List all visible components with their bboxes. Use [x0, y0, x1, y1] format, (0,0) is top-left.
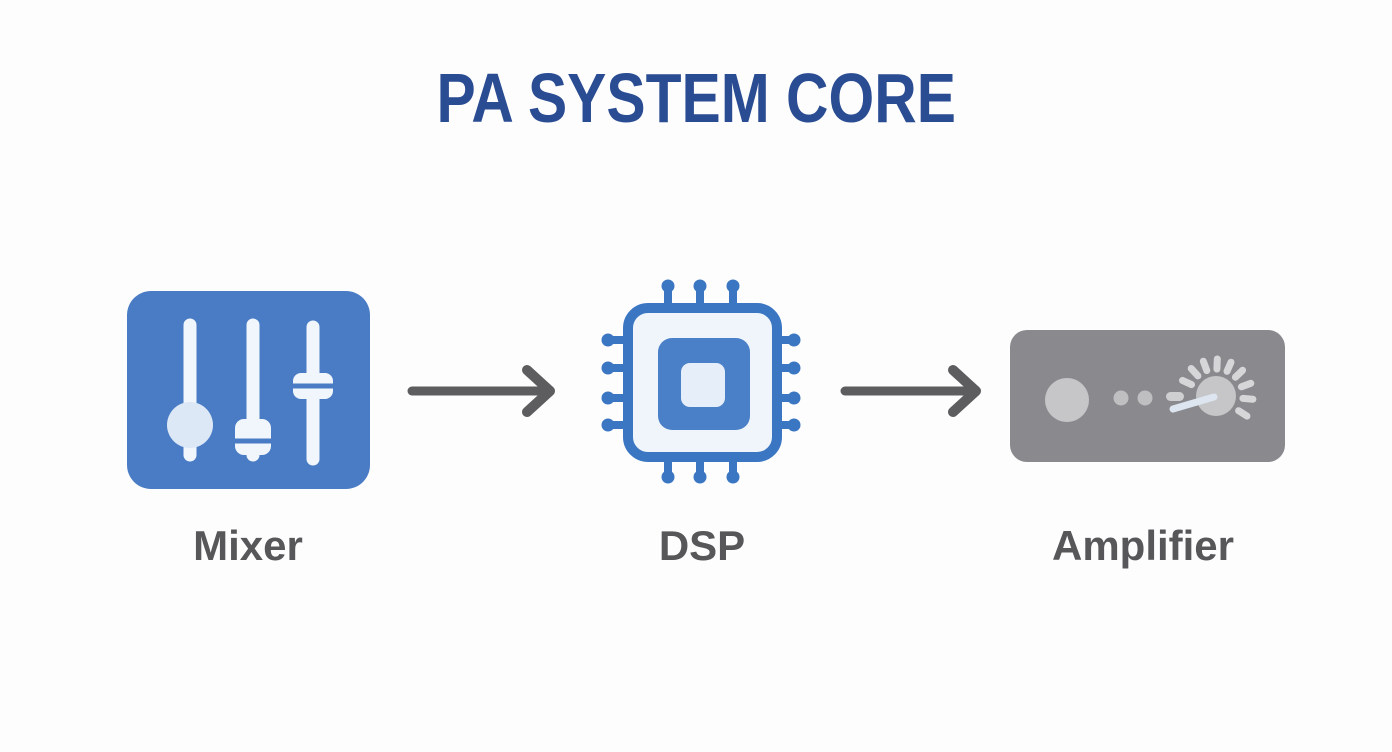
chip-icon — [601, 279, 801, 484]
title-container: PA SYSTEM CORE — [0, 58, 1392, 138]
amplifier-panel-icon — [1010, 330, 1285, 462]
diagram-title: PA SYSTEM CORE — [436, 59, 956, 137]
arrow-mixer-to-dsp-icon — [407, 365, 555, 417]
node-label-dsp: DSP — [658, 522, 746, 569]
node-label-mixer: Mixer — [193, 522, 303, 569]
node-label-amplifier: Amplifier — [1051, 522, 1235, 569]
arrow-dsp-to-amplifier-icon — [840, 365, 981, 417]
mixer-sliders-icon — [127, 291, 370, 489]
